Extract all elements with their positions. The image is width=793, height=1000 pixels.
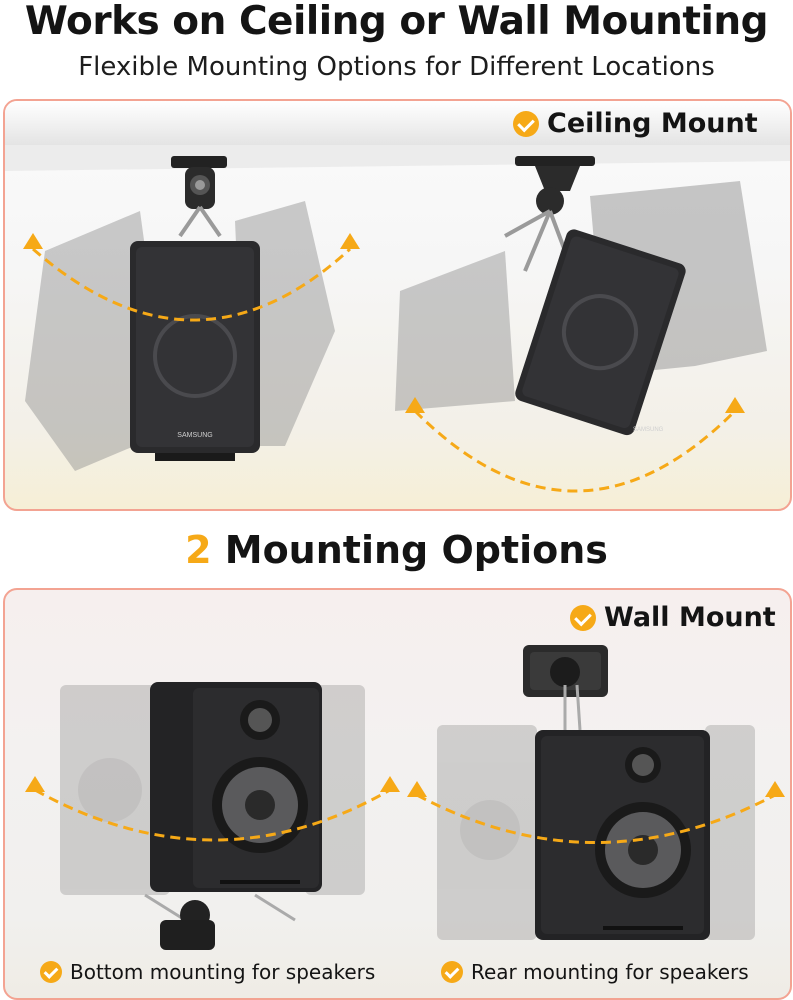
page-subtitle: Flexible Mounting Options for Different … — [78, 52, 715, 82]
bottom-mount-caption: Bottom mounting for speakers — [40, 960, 375, 984]
rear-bracket — [523, 645, 608, 731]
double-arrow-icon — [25, 776, 400, 842]
rear-mount-text: Rear mounting for speakers — [471, 960, 749, 984]
section-title: 2 Mounting Options — [0, 526, 793, 574]
check-icon — [40, 961, 62, 983]
left-speaker-brand: SAMSUNG — [177, 432, 212, 439]
right-wall-ghosts — [437, 725, 755, 940]
right-speaker-ghost-left — [395, 251, 515, 411]
double-arrow-icon — [23, 233, 360, 322]
right-wall-speaker — [535, 730, 710, 940]
ceiling-mount-panel: SAMSUNG SAMSUNG — [3, 99, 792, 511]
rear-mount-caption: Rear mounting for speakers — [441, 960, 749, 984]
check-icon — [513, 110, 539, 137]
wall-mount-label: Wall Mount — [570, 602, 776, 633]
right-speaker-brand: SAMSUNG — [633, 427, 664, 433]
left-wall-speaker — [150, 682, 322, 892]
wall-mount-text: Wall Mount — [604, 602, 776, 633]
ceiling-mount-label: Ceiling Mount — [513, 108, 758, 139]
check-icon — [570, 604, 596, 631]
check-icon — [441, 961, 463, 983]
options-count: 2 — [185, 528, 212, 572]
ceiling-mount-text: Ceiling Mount — [547, 108, 758, 139]
double-arrow-icon — [405, 397, 745, 493]
wall-mount-illustration — [25, 645, 785, 950]
left-ceiling-bracket — [171, 156, 227, 238]
bottom-bracket — [144, 893, 296, 950]
left-ceiling-speaker — [130, 241, 260, 461]
ceiling-mount-illustration: SAMSUNG SAMSUNG — [5, 101, 790, 493]
right-ceiling-speaker — [515, 229, 686, 436]
options-text: Mounting Options — [224, 528, 608, 572]
wall-mount-panel — [3, 588, 792, 1000]
right-ceiling-bracket — [504, 156, 595, 272]
bottom-mount-text: Bottom mounting for speakers — [70, 960, 376, 984]
double-arrow-icon — [407, 781, 785, 844]
page-title: Works on Ceiling or Wall Mounting — [24, 0, 769, 44]
